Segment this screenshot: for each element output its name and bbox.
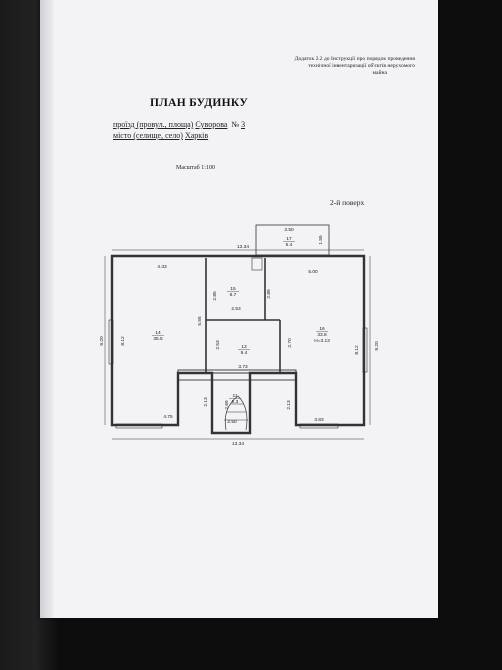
room-number: 11	[233, 393, 238, 399]
street-value: Суворова	[195, 120, 228, 129]
city-value: Харків	[184, 131, 209, 140]
dim-stair-right: 2.13	[286, 400, 292, 410]
room-area: 33.8	[317, 332, 327, 338]
dim-r15-left: 2.85	[212, 291, 218, 301]
dim-stair-left: 2.13	[203, 397, 209, 407]
dim-total-bottom: 13.34	[232, 441, 244, 447]
dim-r16-top: 5.00	[308, 269, 318, 275]
dim-stair-width: 2.50	[227, 419, 237, 425]
room-area: 5.4	[286, 242, 293, 248]
room-number: 16	[319, 326, 325, 332]
dim-r16-bottom: 3.83	[314, 417, 324, 423]
window-right	[362, 327, 368, 373]
room-area: 6.7	[230, 292, 237, 298]
house-prefix: №	[231, 120, 240, 129]
dim-total-top: 13.34	[237, 244, 249, 250]
floor-label: 2-й поверх	[330, 198, 365, 207]
dim-r13-right: 2.70	[287, 338, 293, 348]
dim-right-inner-height: 8.12	[354, 345, 360, 355]
room-area: 35.5	[153, 336, 163, 342]
vent-shaft	[251, 257, 263, 271]
dim-r15-right: 2.89	[266, 289, 272, 299]
dim-balcony-width: 3.50	[284, 227, 294, 233]
dim-right-height: 9.20	[374, 341, 380, 351]
annex-line-2: технічної інвентаризації об'єктів нерухо…	[308, 63, 415, 69]
dim-r15-bottom: 2.53	[231, 306, 241, 312]
window-bottom-right	[299, 423, 339, 429]
street-line: проїзд (провул., площа) Суворова № 3	[113, 120, 245, 129]
document-page	[40, 0, 438, 618]
annex-line-3: майна	[372, 70, 387, 76]
dim-left-inner-height: 8.12	[120, 336, 126, 346]
outer-walls	[110, 254, 366, 435]
page-binding-edge	[40, 0, 54, 618]
dim-r13-left: 2.53	[215, 340, 221, 350]
stair-spiral	[224, 395, 248, 431]
dim-r14-bottom: 4.75	[163, 414, 173, 420]
room-area: 5.3	[232, 399, 239, 405]
window-bottom-left	[115, 423, 163, 429]
annex-line-1: Додаток 2.2 до Інструкції про порядок пр…	[294, 56, 415, 62]
room-number: 14	[155, 330, 161, 336]
city-line: місто (селище, село) Харків	[113, 131, 208, 140]
scale-label: Масштаб 1:100	[176, 165, 215, 171]
house-value: 3	[241, 120, 246, 129]
dim-hall-width: 3.73	[238, 364, 248, 370]
dim-r14-top: 4.33	[157, 264, 167, 270]
dim-balcony-depth: 1.55	[318, 235, 324, 245]
stair-block	[211, 372, 251, 434]
room-number: 17	[286, 236, 292, 242]
dim-r14-side: 5.55	[197, 316, 203, 326]
dim-stair-dim: 2.69	[224, 400, 230, 410]
room-number: 13	[241, 344, 247, 350]
room-height: H=3.13	[314, 338, 330, 344]
city-label: місто (селище, село)	[113, 131, 183, 140]
document-title: ПЛАН БУДИНКУ	[150, 97, 249, 109]
room-number: 15	[230, 286, 236, 292]
stair-landing	[177, 369, 297, 381]
dim-left-height: 9.20	[99, 336, 105, 346]
annex-note: Додаток 2.2 до Інструкції про порядок пр…	[240, 56, 415, 77]
window-left	[108, 319, 114, 365]
room-area: 9.4	[241, 350, 248, 356]
street-label: проїзд (провул., площа)	[113, 120, 194, 129]
